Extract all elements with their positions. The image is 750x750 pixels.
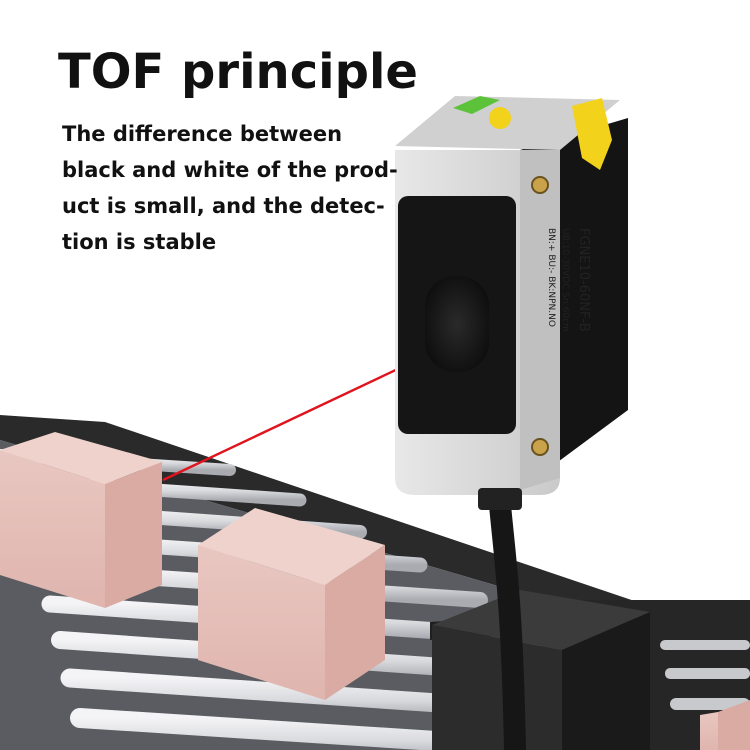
mount-screw-top-icon <box>531 176 549 194</box>
conveyor-near-rollers <box>660 640 750 710</box>
sensor-lens <box>425 276 489 372</box>
description-line-1: The difference between <box>62 122 343 146</box>
sensor-side-face <box>520 150 560 490</box>
indicator-green-icon <box>453 96 500 114</box>
sensor-spec-line-2: BN:+ BU:- BK:NPN.NO <box>546 228 556 327</box>
sensor-cable <box>489 494 526 750</box>
product-box-black <box>432 590 650 750</box>
sensor-spec-line-1: UB:10-30VDC Sn:60cm <box>560 228 570 332</box>
product-box-left <box>0 432 162 608</box>
product-box-middle <box>198 508 385 700</box>
sensor-cable-gland <box>478 488 522 510</box>
description-line-2: black and white of the prod- <box>62 158 398 182</box>
description-line-4: tion is stable <box>62 230 217 254</box>
indicator-tab-yellow-icon <box>572 98 612 170</box>
description: The difference between black and white o… <box>62 116 398 260</box>
product-box-right <box>700 700 750 750</box>
mount-screw-bottom-icon <box>531 438 549 456</box>
description-line-3: uct is small, and the detec- <box>62 194 385 218</box>
indicator-yellow-icon <box>489 107 511 129</box>
sensor-model-label: FGNE10-60NF-B <box>576 228 591 332</box>
headline: TOF principle <box>58 44 418 100</box>
tof-sensor: FGNE10-60NF-B UB:10-30VDC Sn:60cm BN:+ B… <box>395 96 628 510</box>
